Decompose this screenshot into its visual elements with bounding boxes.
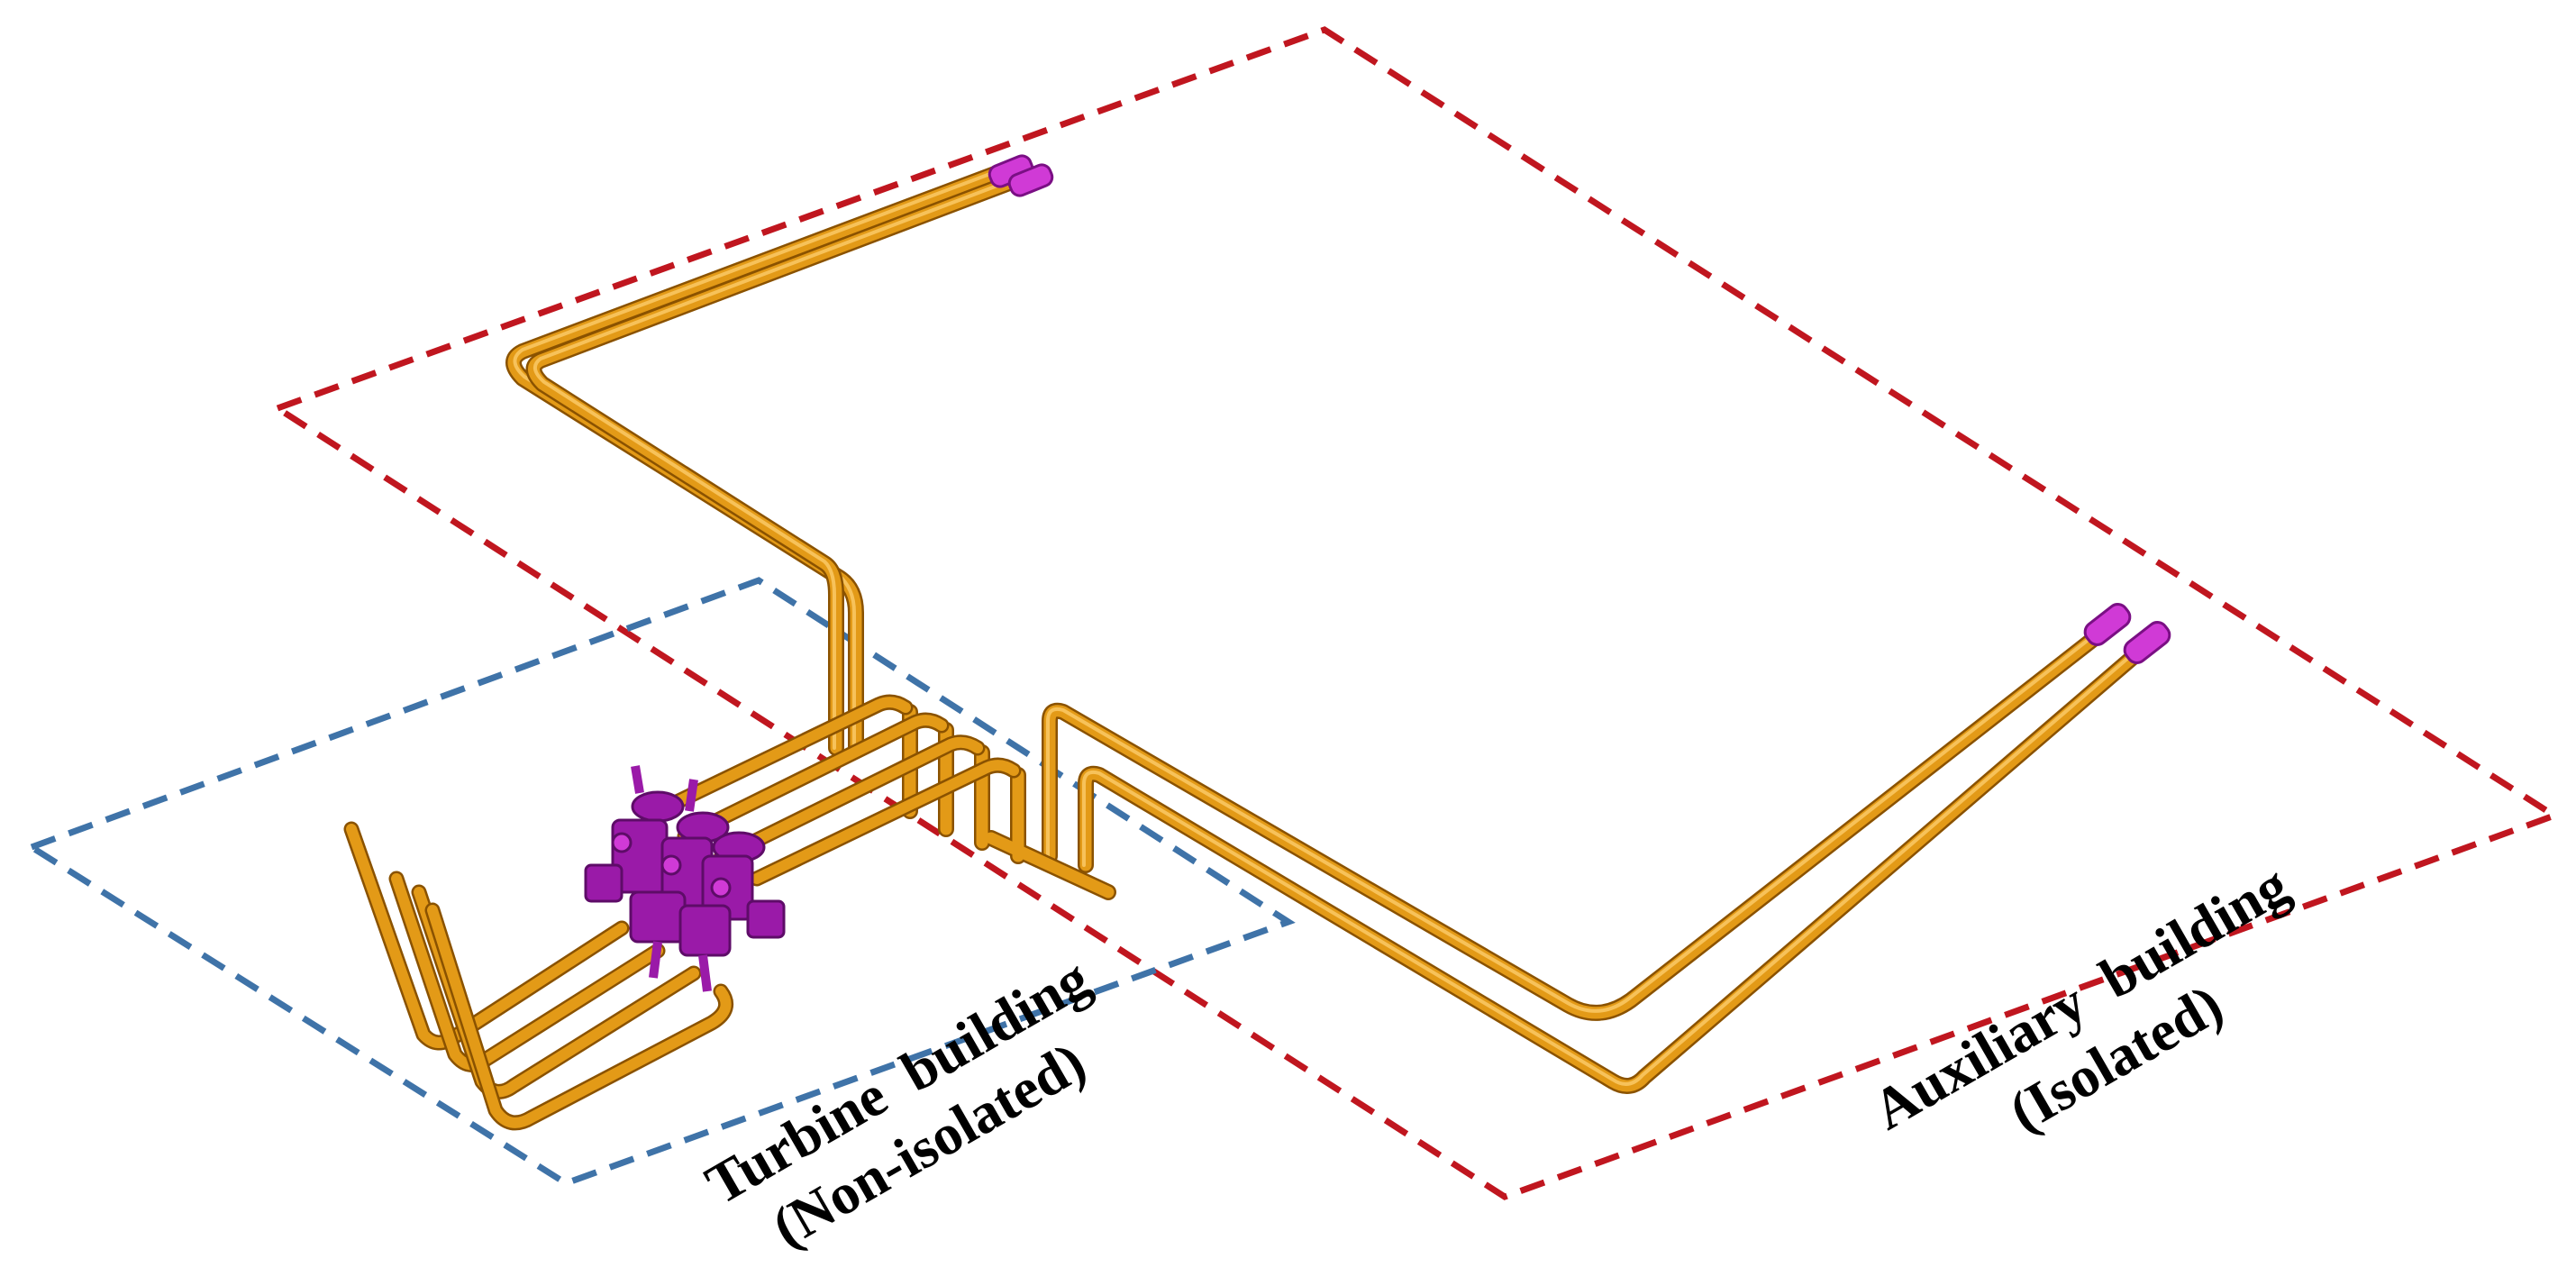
auxiliary-building-label: Auxiliary building (Isolated) xyxy=(1862,853,2299,1145)
valve-cluster-icon xyxy=(584,765,786,992)
turbine-building-boundary xyxy=(24,577,1296,1187)
right-pipe-line-b xyxy=(1078,641,2151,1094)
turbine-pipe-lines xyxy=(343,694,1022,1131)
upper-pipe-line-a xyxy=(505,163,1010,756)
right-nozzle-a xyxy=(2083,603,2132,646)
top-nozzle xyxy=(988,154,1054,197)
pipe-network xyxy=(343,163,2151,1131)
right-nozzle-b xyxy=(2123,621,2171,664)
magenta-nozzle-icon xyxy=(988,154,2171,664)
right-pipe-line-a xyxy=(1042,623,2112,1021)
auxiliary-building-boundary xyxy=(270,26,2562,1200)
upper-pipe-line-b xyxy=(525,172,1024,756)
